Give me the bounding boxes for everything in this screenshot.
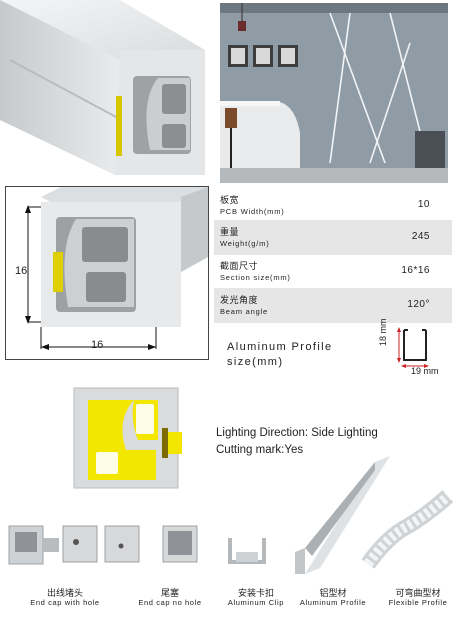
end-cap-with-hole-image-2 <box>62 525 98 563</box>
spec-row-pcb-width: 板宽 PCB Width(mm) 10 <box>214 188 452 223</box>
end-cap-no-hole-image-2 <box>162 525 198 563</box>
accessory-label-en: End cap no hole <box>138 598 202 607</box>
dimension-drawing-svg <box>25 187 208 350</box>
spec-value: 10 <box>417 199 430 210</box>
aluminum-profile-image <box>295 456 390 574</box>
flexible-profile-image <box>361 490 454 569</box>
led-cross-section <box>73 387 182 489</box>
spec-label-en: PCB Width(mm) <box>220 207 285 216</box>
room-photo <box>220 3 448 183</box>
lighting-direction-text: Lighting Direction: Side Lighting <box>216 427 378 439</box>
spec-label-cn: 截面尺寸 <box>220 261 259 271</box>
cutting-mark-text: Cutting mark:Yes <box>216 444 304 456</box>
spec-row-beam-angle: 发光角度 Beam angle 120° <box>214 288 452 323</box>
spec-value: 16*16 <box>401 265 430 276</box>
accessory-label-en: Flexible Profile <box>388 598 448 607</box>
spec-label-cn: 发光角度 <box>220 295 259 305</box>
aluminum-clip-image <box>228 538 266 564</box>
aluminum-profile-diagram <box>397 327 429 368</box>
spec-label-en: Weight(g/m) <box>220 239 270 248</box>
end-cap-with-hole-image <box>8 525 59 565</box>
spec-label-en: Section size(mm) <box>220 273 291 282</box>
accessory-label-cn: 尾塞 <box>160 588 179 598</box>
accessory-label-cn: 可弯曲型材 <box>395 588 441 598</box>
accessory-label-cn: 安装卡扣 <box>237 588 274 598</box>
spec-label-cn: 板宽 <box>220 195 240 205</box>
spec-row-weight: 重量 Weight(g/m) 245 <box>214 220 452 255</box>
spec-label-cn: 重量 <box>220 227 240 237</box>
accessory-label-en: End cap with hole <box>30 598 100 607</box>
spec-value: 120° <box>407 299 430 310</box>
spec-value: 245 <box>411 231 430 242</box>
accessory-label-en: Aluminum Clip <box>227 598 285 607</box>
accessory-label-en: Aluminum Profile <box>299 598 367 607</box>
spec-label-en: Beam angle <box>220 307 269 316</box>
height-dimension-label: 16 <box>15 265 28 277</box>
accessory-label-cn: 出线堵头 <box>46 588 83 598</box>
aluminum-height-label: 18 mm <box>378 318 388 346</box>
profile-3d-render <box>0 0 212 180</box>
accessory-label-cn: 铝型材 <box>319 588 347 598</box>
aluminum-width-label: 19 mm <box>411 366 439 376</box>
end-cap-no-hole-image <box>104 525 140 563</box>
dimension-drawing: 16 16 <box>5 186 209 360</box>
spec-row-section-size: 截面尺寸 Section size(mm) 16*16 <box>214 254 452 289</box>
aluminum-profile-subtitle: size(mm) <box>227 356 284 368</box>
width-dimension-label: 16 <box>91 339 104 351</box>
aluminum-profile-title: Aluminum Profile <box>227 341 333 353</box>
